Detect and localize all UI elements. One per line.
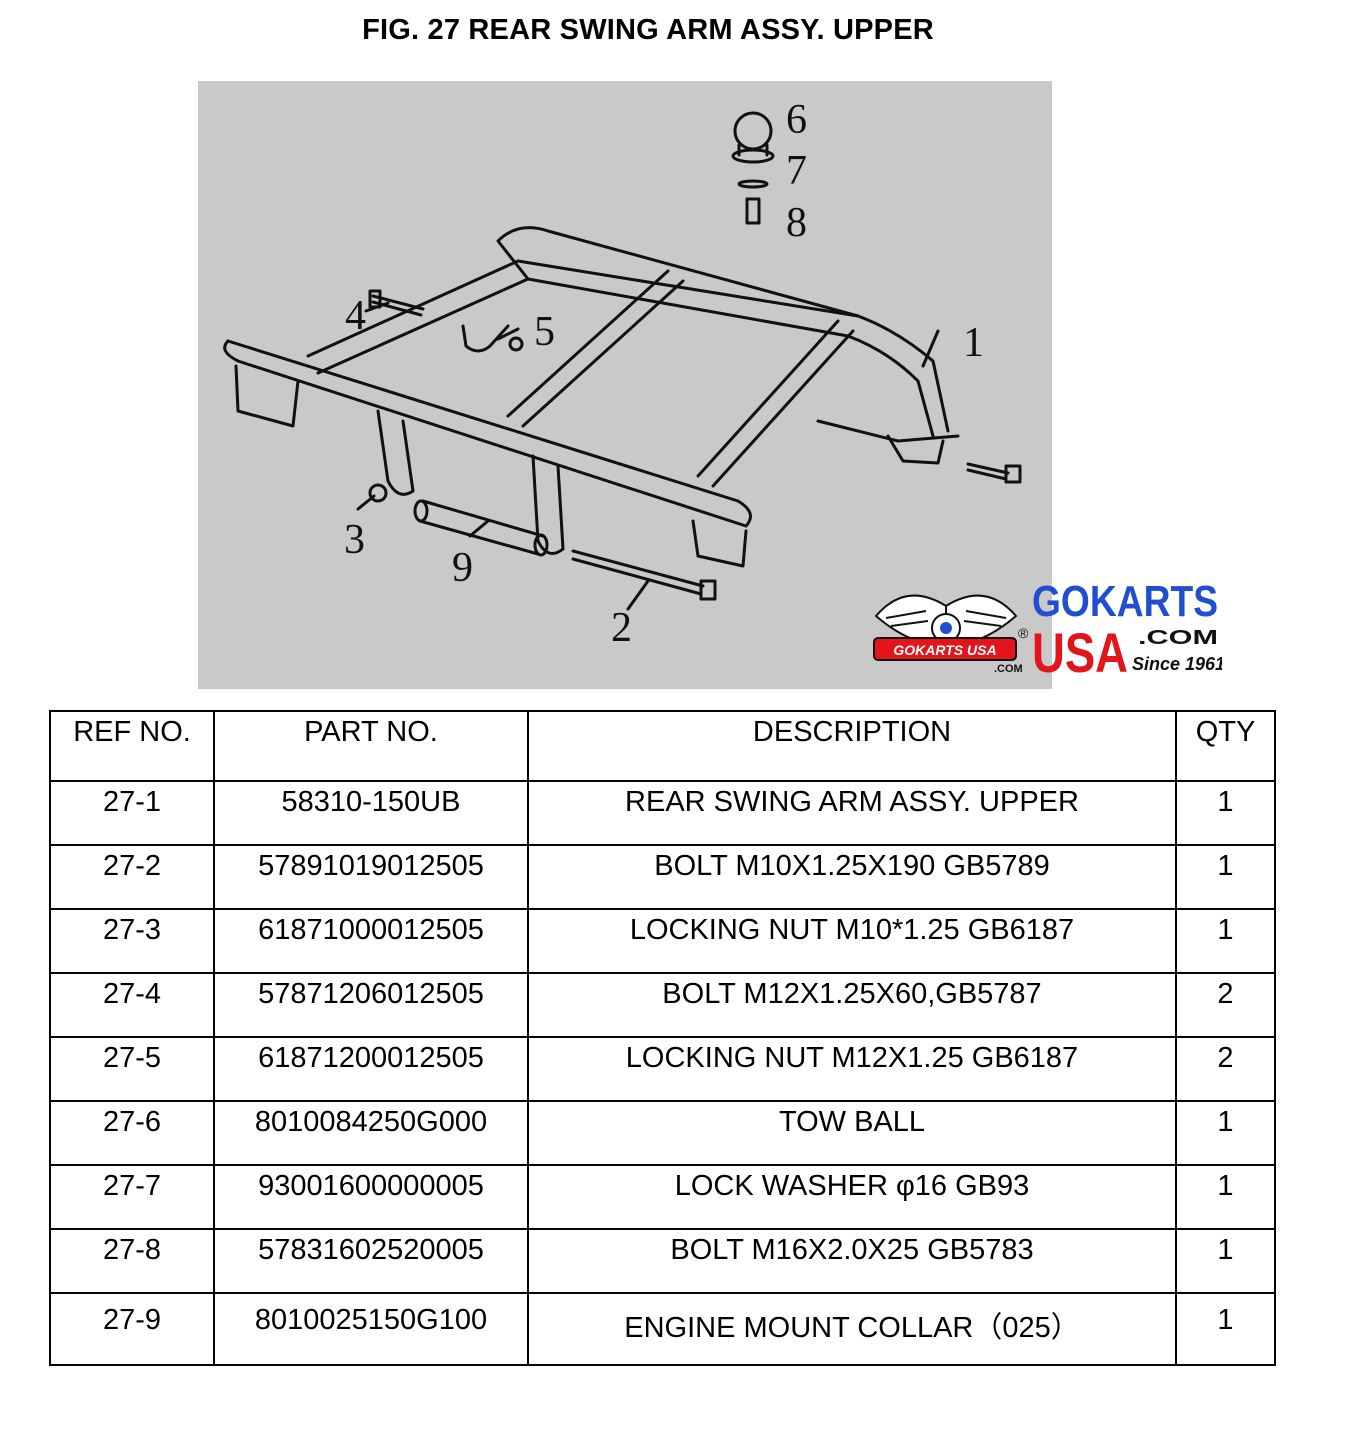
logo-tagline: Since 1961 xyxy=(1132,654,1222,674)
engine-mount-collar xyxy=(418,499,545,556)
callout-7: 7 xyxy=(786,148,807,194)
description-cell: REAR SWING ARM ASSY. UPPER xyxy=(527,780,1177,846)
part-no-cell: 61871000012505 xyxy=(213,908,529,974)
description-cell: TOW BALL xyxy=(527,1100,1177,1166)
qty-cell: 1 xyxy=(1175,1228,1276,1294)
part-no-cell: 93001600000005 xyxy=(213,1164,529,1230)
ref-no-cell: 27-8 xyxy=(49,1228,215,1294)
description-cell: ENGINE MOUNT COLLAR（025） xyxy=(527,1292,1177,1366)
table-row: 27-3 61871000012505 LOCKING NUT M10*1.25… xyxy=(49,908,1276,974)
ref-no-cell: 27-9 xyxy=(49,1292,215,1366)
description-cell: BOLT M16X2.0X25 GB5783 xyxy=(527,1228,1177,1294)
callout-3: 3 xyxy=(344,517,365,563)
callout-1: 1 xyxy=(963,320,984,366)
header-ref-no: REF NO. xyxy=(49,710,215,782)
cross-member-2 xyxy=(696,319,855,488)
ref-no-cell: 27-2 xyxy=(49,844,215,910)
logo-registered-mark: ® xyxy=(1018,625,1029,641)
lock-washer xyxy=(737,179,769,189)
header-description: DESCRIPTION xyxy=(527,710,1177,782)
description-cell: BOLT M12X1.25X60,GB5787 xyxy=(527,972,1177,1038)
ref-no-cell: 27-7 xyxy=(49,1164,215,1230)
callout-4: 4 xyxy=(345,293,366,339)
winged-eyeball-icon xyxy=(873,594,1018,661)
hanger-bracket-right xyxy=(531,454,565,555)
frame-rail-right xyxy=(496,226,860,318)
table-row: 27-8 57831602520005 BOLT M16X2.0X25 GB57… xyxy=(49,1228,1276,1294)
parts-table: REF NO. PART NO. DESCRIPTION QTY 27-1 58… xyxy=(49,710,1276,1366)
part-no-cell: 61871200012505 xyxy=(213,1036,529,1102)
table-row: 27-4 57871206012505 BOLT M12X1.25X60,GB5… xyxy=(49,972,1276,1038)
description-cell: BOLT M10X1.25X190 GB5789 xyxy=(527,844,1177,910)
description-cell: LOCK WASHER φ16 GB93 xyxy=(527,1164,1177,1230)
bolt-right xyxy=(966,462,1010,481)
center-bracket xyxy=(461,324,510,353)
qty-cell: 1 xyxy=(1175,844,1276,910)
page-title: FIG. 27 REAR SWING ARM ASSY. UPPER xyxy=(362,14,934,46)
part-no-cell: 58310-150UB xyxy=(213,780,529,846)
table-row: 27-9 8010025150G100 ENGINE MOUNT COLLAR（… xyxy=(49,1292,1276,1366)
table-row: 27-6 8010084250G000 TOW BALL 1 xyxy=(49,1100,1276,1166)
end-bracket-right xyxy=(691,519,748,568)
cross-member-1 xyxy=(506,269,685,428)
short-bolt xyxy=(745,197,761,225)
frame-rail-left xyxy=(306,259,860,358)
qty-cell: 1 xyxy=(1175,1292,1276,1366)
description-cell: LOCKING NUT M10*1.25 GB6187 xyxy=(527,908,1177,974)
table-header-row: REF NO. PART NO. DESCRIPTION QTY xyxy=(49,710,1276,782)
callout-2: 2 xyxy=(611,605,632,651)
header-qty: QTY xyxy=(1175,710,1276,782)
qty-cell: 2 xyxy=(1175,1036,1276,1102)
locking-nut-5 xyxy=(508,336,524,352)
table-row: 27-7 93001600000005 LOCK WASHER φ16 GB93… xyxy=(49,1164,1276,1230)
ref-no-cell: 27-5 xyxy=(49,1036,215,1102)
logo-line1: GOKARTS xyxy=(1032,577,1218,626)
qty-cell: 1 xyxy=(1175,780,1276,846)
tow-ball xyxy=(733,111,773,151)
end-bracket-left xyxy=(234,364,300,428)
part-no-cell: 8010025150G100 xyxy=(213,1292,529,1366)
callout-5: 5 xyxy=(534,309,555,355)
gokarts-usa-logo: GOKARTS USA .COM ® GOKARTS USA .COM Sinc… xyxy=(866,576,1225,684)
logo-badge-text: GOKARTS USA xyxy=(893,642,996,658)
part-no-cell: 57831602520005 xyxy=(213,1228,529,1294)
qty-cell: 1 xyxy=(1175,1100,1276,1166)
ref-no-cell: 27-4 xyxy=(49,972,215,1038)
hanger-bracket-left xyxy=(376,409,415,496)
callout-8: 8 xyxy=(786,200,807,246)
logo-domain: .COM xyxy=(1138,627,1218,649)
long-bolt xyxy=(571,549,705,596)
logo-badge-sub: .COM xyxy=(994,663,1023,675)
qty-cell: 1 xyxy=(1175,908,1276,974)
callout-6: 6 xyxy=(786,97,807,143)
main-cross-tube xyxy=(226,339,748,528)
description-cell: LOCKING NUT M12X1.25 GB6187 xyxy=(527,1036,1177,1102)
callout-9: 9 xyxy=(452,545,473,591)
swing-arm-drawing: 1 2 3 4 5 6 7 8 9 xyxy=(223,97,1022,651)
table-row: 27-2 57891019012505 BOLT M10X1.25X190 GB… xyxy=(49,844,1276,910)
ref-no-cell: 27-3 xyxy=(49,908,215,974)
qty-cell: 2 xyxy=(1175,972,1276,1038)
table-row: 27-5 61871200012505 LOCKING NUT M12X1.25… xyxy=(49,1036,1276,1102)
locking-nut-3 xyxy=(368,483,388,503)
table-row: 27-1 58310-150UB REAR SWING ARM ASSY. UP… xyxy=(49,780,1276,846)
ref-no-cell: 27-1 xyxy=(49,780,215,846)
header-part-no: PART NO. xyxy=(213,710,529,782)
part-no-cell: 8010084250G000 xyxy=(213,1100,529,1166)
qty-cell: 1 xyxy=(1175,1164,1276,1230)
ref-no-cell: 27-6 xyxy=(49,1100,215,1166)
part-no-cell: 57871206012505 xyxy=(213,972,529,1038)
logo-line2: USA xyxy=(1032,621,1128,680)
part-no-cell: 57891019012505 xyxy=(213,844,529,910)
exploded-parts-diagram: 1 2 3 4 5 6 7 8 9 xyxy=(198,81,1052,689)
